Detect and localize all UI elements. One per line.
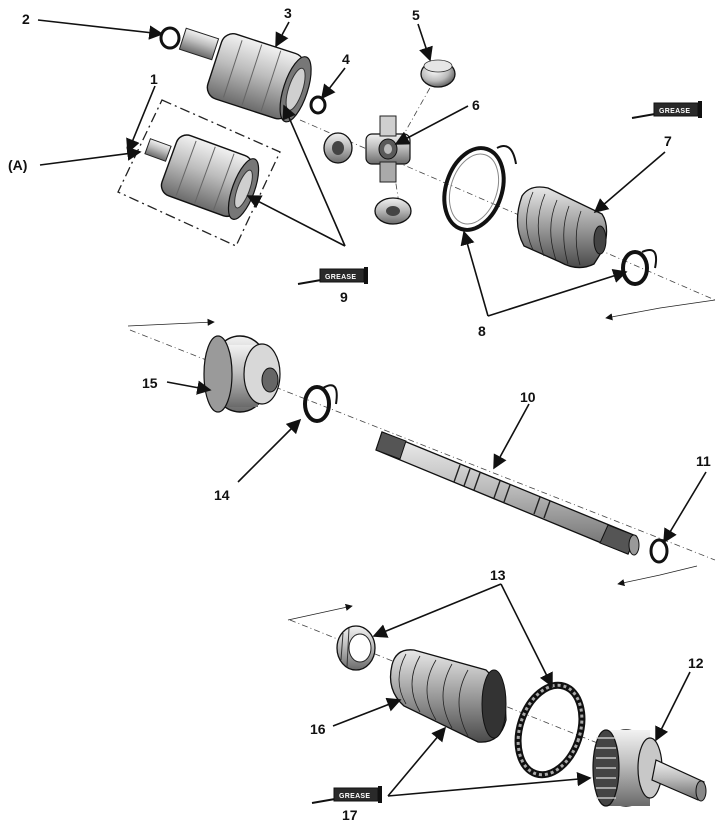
grease-tube-7: GREASE [631, 101, 702, 119]
label-5: 5 [412, 7, 420, 23]
continuation-arrows [127, 299, 716, 621]
label-11: 11 [696, 453, 711, 469]
inboard-boot-part [516, 186, 608, 269]
spider-part [323, 115, 412, 225]
label-3: 3 [284, 5, 292, 21]
callout-labels: 2 3 1 4 5 6 7 (A) 9 8 15 10 11 14 13 12 … [8, 5, 711, 823]
circlip-part [649, 538, 669, 564]
stop-ring-part [309, 95, 327, 115]
roller-part [420, 59, 456, 88]
grease-tube-9-text: GREASE [325, 274, 356, 281]
label-17: 17 [342, 807, 358, 823]
label-8: 8 [478, 323, 486, 339]
label-A: (A) [8, 157, 27, 173]
boot-band-upper-small [621, 249, 658, 286]
boot-band-14-part [303, 384, 338, 423]
label-1: 1 [150, 71, 158, 87]
dynamic-damper-part [203, 335, 281, 413]
label-2: 2 [22, 11, 30, 27]
boot-band-lower-small [336, 625, 376, 671]
label-13: 13 [490, 567, 506, 583]
label-15: 15 [142, 375, 158, 391]
grease-tube-7-text: GREASE [659, 108, 690, 115]
outboard-joint-part [592, 729, 707, 807]
label-14: 14 [214, 487, 230, 503]
grease-tube-9: GREASE [297, 267, 368, 285]
grease-tube-17-text: GREASE [339, 793, 370, 800]
alternate-housing-part [117, 99, 281, 247]
label-4: 4 [342, 51, 350, 67]
boot-band-lower-large [514, 681, 586, 779]
driveshaft-part [375, 431, 640, 556]
label-10: 10 [520, 389, 536, 405]
label-9: 9 [340, 289, 348, 305]
grease-tube-17: GREASE [311, 786, 382, 804]
leader-lines [37, 19, 707, 797]
label-7: 7 [664, 133, 672, 149]
label-12: 12 [688, 655, 704, 671]
label-16: 16 [310, 721, 326, 737]
boot-band-upper-large [442, 145, 517, 232]
outboard-boot-part [389, 649, 507, 743]
inboard-joint-housing-part [178, 27, 312, 123]
label-6: 6 [472, 97, 480, 113]
set-ring-part [159, 26, 181, 50]
